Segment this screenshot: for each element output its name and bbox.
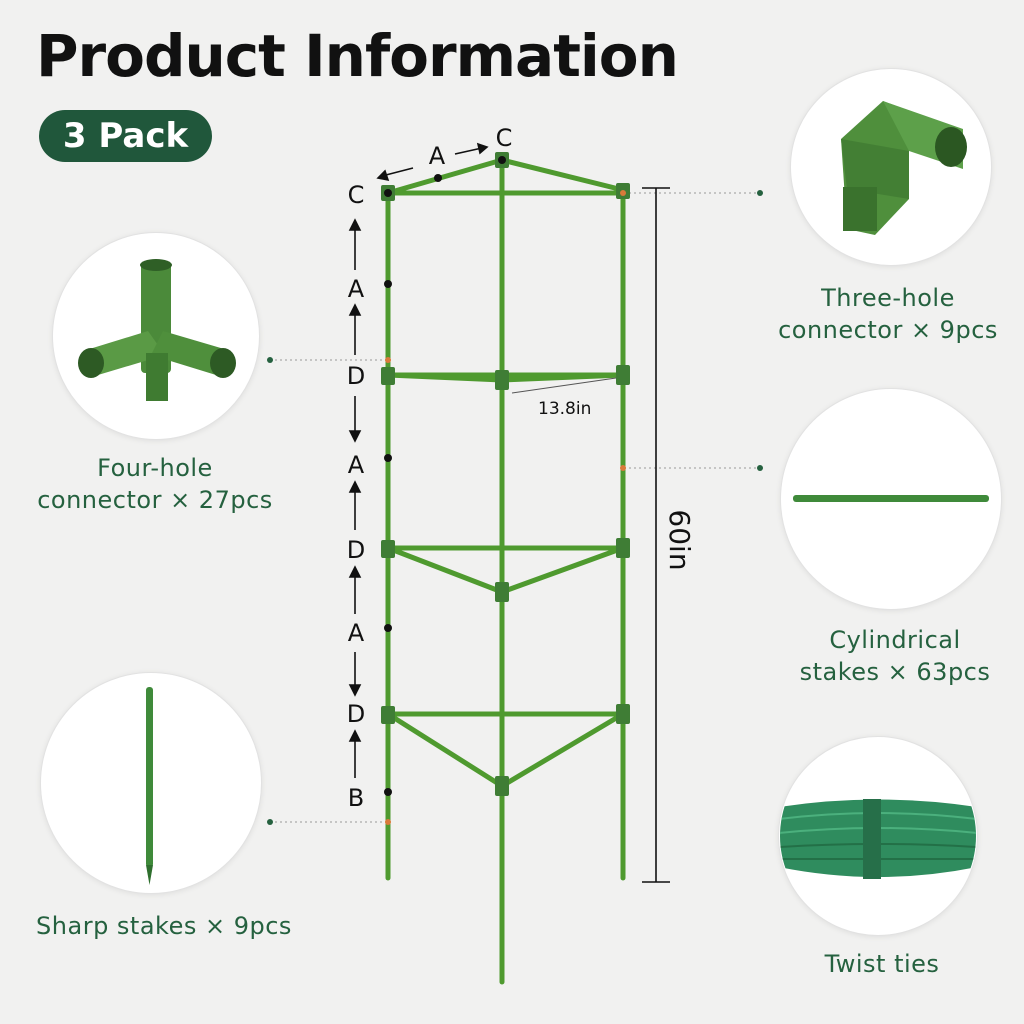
leader-dot xyxy=(267,357,273,363)
height-label: 60in xyxy=(663,509,696,570)
segment-label: D xyxy=(347,536,365,564)
sharp-stake-icon xyxy=(146,687,153,885)
segment-label: D xyxy=(347,700,365,728)
caption-line: stakes × 63pcs xyxy=(799,658,991,686)
segment-label: A xyxy=(348,619,365,647)
trellis-frame xyxy=(385,157,626,985)
twist-ties-icon xyxy=(780,799,976,879)
cylindrical-stake-circle xyxy=(780,388,1002,610)
four-hole-connector-icon xyxy=(78,259,236,401)
segment-label: A xyxy=(429,142,446,170)
twist-ties-circle xyxy=(778,736,978,936)
twist-ties-caption: Twist ties xyxy=(770,948,994,980)
leader-dot xyxy=(757,190,763,196)
segment-label: B xyxy=(348,784,364,812)
segment-label: D xyxy=(347,362,365,390)
four-hole-connector-circle xyxy=(52,232,260,440)
caption-line: Four-hole xyxy=(97,454,213,482)
leader-dot xyxy=(267,819,273,825)
four-hole-connector-caption: Four-hole connector × 27pcs xyxy=(10,452,300,516)
sharp-stake-caption: Sharp stakes × 9pcs xyxy=(14,910,314,942)
three-hole-connector-circle xyxy=(790,68,992,266)
caption-line: connector × 27pcs xyxy=(37,486,273,514)
segment-arrows xyxy=(348,142,489,778)
caption-line: Twist ties xyxy=(824,950,940,978)
three-hole-connector-caption: Three-hole connector × 9pcs xyxy=(752,282,1024,346)
three-hole-connector-icon xyxy=(841,101,967,235)
height-dimension xyxy=(642,187,670,883)
caption-line: Three-hole xyxy=(821,284,955,312)
caption-line: Sharp stakes × 9pcs xyxy=(36,912,292,940)
segment-label: C xyxy=(348,181,365,209)
frame-connectors xyxy=(381,152,630,796)
caption-line: Cylindrical xyxy=(829,626,961,654)
width-label: 13.8in xyxy=(538,399,591,419)
pack-badge: 3 Pack xyxy=(39,110,212,162)
segment-label: C xyxy=(496,124,513,152)
width-dimension-line xyxy=(511,377,617,394)
segment-label: A xyxy=(348,451,365,479)
page-title: Product Information xyxy=(36,22,679,90)
leader-dot xyxy=(757,465,763,471)
caption-line: connector × 9pcs xyxy=(778,316,998,344)
cylindrical-stake-caption: Cylindrical stakes × 63pcs xyxy=(770,624,1020,688)
cylindrical-stake-icon xyxy=(793,495,989,502)
segment-label: A xyxy=(348,275,365,303)
sharp-stake-circle xyxy=(40,672,262,894)
